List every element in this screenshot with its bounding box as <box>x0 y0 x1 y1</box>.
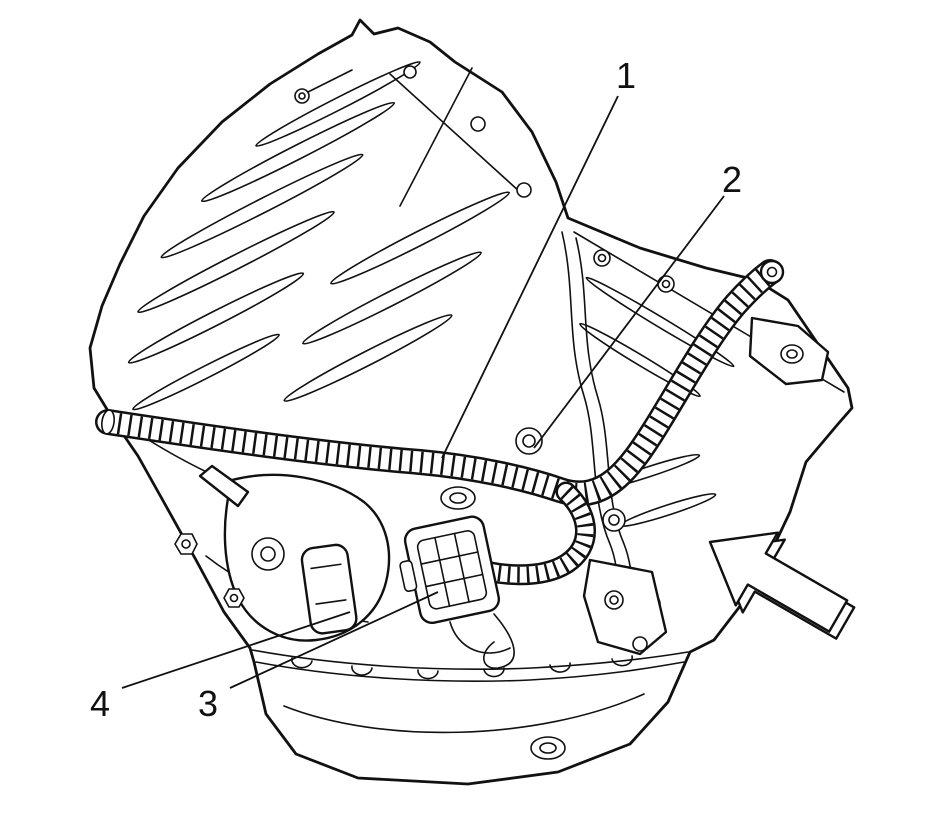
lower-bracket <box>582 558 668 656</box>
callout-3-label: 3 <box>198 683 218 724</box>
oil-pan <box>251 649 689 760</box>
callout-4: 4 <box>90 611 351 724</box>
connector-wires <box>449 613 515 669</box>
switch-lever <box>198 464 250 508</box>
callout-1-line <box>441 95 619 459</box>
callout-2-label: 2 <box>722 159 742 200</box>
callout-1: 1 <box>441 55 636 459</box>
harness-branch <box>426 486 594 583</box>
arrow-body <box>708 531 849 633</box>
connector-latch <box>399 560 418 592</box>
switch-assembly <box>174 464 391 642</box>
upper-case-webbing <box>294 65 532 207</box>
callout-1-label: 1 <box>616 55 636 96</box>
direction-arrow-icon <box>708 531 856 640</box>
mounting-ear <box>748 316 830 386</box>
callout-3: 3 <box>198 591 439 724</box>
pan-flange-tabs <box>291 655 633 680</box>
callout-2: 2 <box>533 159 742 449</box>
callout-4-line <box>121 611 351 689</box>
callout-3-line <box>229 591 439 689</box>
harness-end-cap <box>101 409 115 435</box>
bell-housing-ribs <box>127 61 510 411</box>
callout-2-line <box>533 195 725 449</box>
connector-terminals <box>420 532 484 607</box>
callout-4-label: 4 <box>90 683 110 724</box>
